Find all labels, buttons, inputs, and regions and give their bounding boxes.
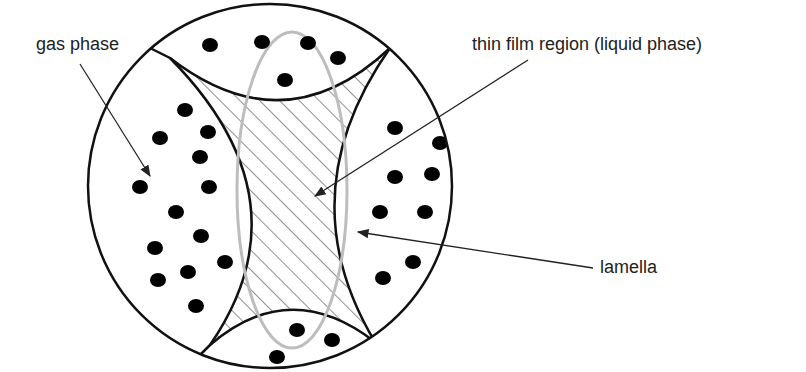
leader-line [80, 64, 150, 176]
lamella-line [150, 38, 405, 100]
lamella-line [170, 58, 252, 345]
callout-label: lamella [598, 257, 659, 279]
thin-film-hatch [170, 48, 390, 345]
outer-circle [88, 4, 452, 368]
leader-line [315, 60, 528, 196]
gas-bubbles [132, 35, 448, 364]
lamella-line [195, 310, 390, 360]
callout-label: gas phase [34, 34, 121, 56]
film-ellipse [237, 32, 347, 348]
leader-line [358, 232, 593, 268]
callout-label: thin film region (liquid phase) [470, 34, 704, 56]
lamella-line [334, 48, 390, 342]
